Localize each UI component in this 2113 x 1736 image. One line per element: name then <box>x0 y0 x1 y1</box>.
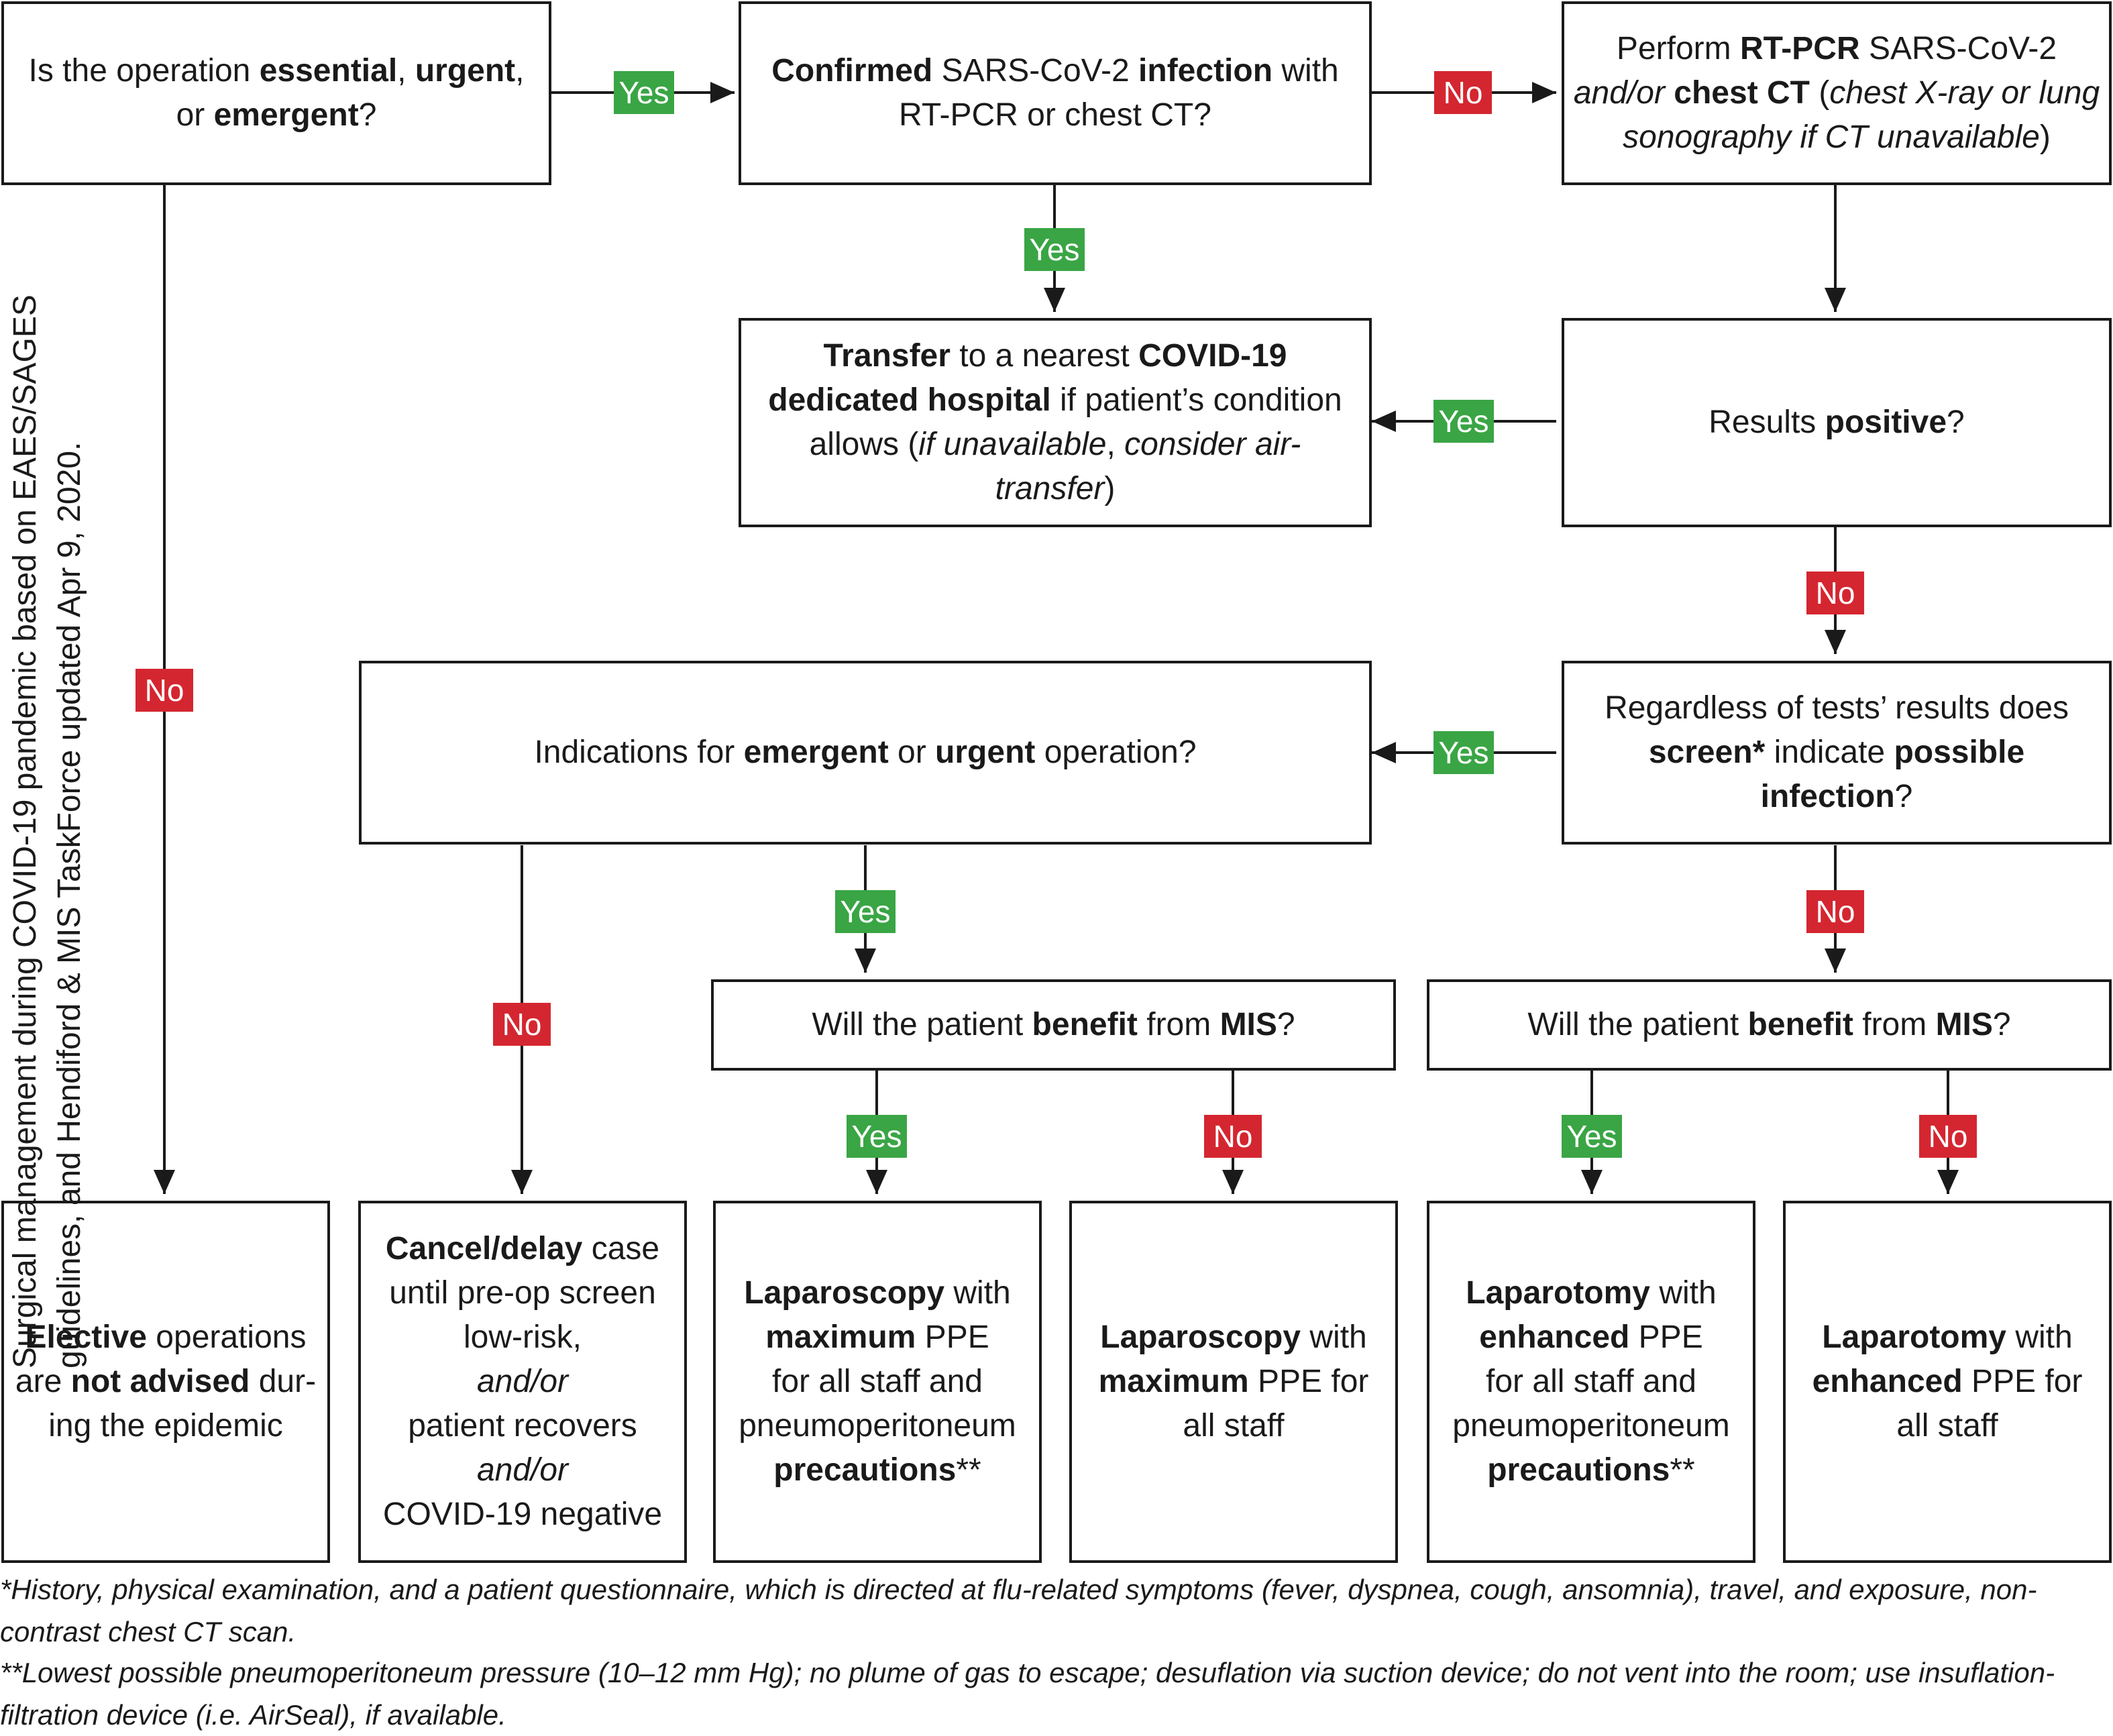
question-indications-text: Indications for emergent or urgent opera… <box>534 735 1197 770</box>
label-no-mis-left: No <box>1204 1115 1262 1158</box>
label-no-positive: No <box>1806 572 1864 614</box>
question-mis-left-text: Will the patient benefit from MIS? <box>812 1007 1295 1042</box>
label-no-screen: No <box>1806 890 1864 933</box>
outcome-laparoscopy-box: Laparoscopy with maximum PPE for all sta… <box>1069 1201 1398 1563</box>
outcome-laparotomy-text: Laparotomy with enhanced PPE for all sta… <box>1812 1319 2083 1444</box>
label-no-indications: No <box>493 1003 551 1046</box>
question-screen-text: Regardless of tests’ results does screen… <box>1605 690 2069 814</box>
question-essential-box: Is the operation essential, urgent, or e… <box>1 1 551 185</box>
transfer-box: Transfer to a nearest COVID-19 dedicated… <box>739 318 1372 527</box>
question-results-positive-box: Results positive? <box>1562 318 2112 527</box>
question-confirmed-infection-text: Confirmed SARS-CoV-2 infection with RT-P… <box>771 53 1339 133</box>
label-yes-confirmed: Yes <box>1024 228 1085 271</box>
outcome-laparotomy-box: Laparotomy with enhanced PPE for all sta… <box>1783 1201 2112 1563</box>
perform-testing-box: Perform RT-PCR SARS-CoV-2 and/or chest C… <box>1562 1 2112 185</box>
label-no-confirmed: No <box>1434 71 1492 114</box>
question-essential-text: Is the operation essential, urgent, or e… <box>28 53 525 133</box>
question-mis-left-box: Will the patient benefit from MIS? <box>711 979 1396 1071</box>
label-no-essential: No <box>136 669 193 712</box>
question-screen-box: Regardless of tests’ results does screen… <box>1562 661 2112 845</box>
outcome-cancel-text: Cancel/delay case until pre-op screen lo… <box>382 1231 663 1532</box>
perform-testing-text: Perform RT-PCR SARS-CoV-2 and/or chest C… <box>1573 31 2100 155</box>
question-indications-box: Indications for emergent or urgent opera… <box>359 661 1372 845</box>
label-yes-essential: Yes <box>614 71 674 114</box>
label-no-mis-right: No <box>1919 1115 1977 1158</box>
label-yes-mis-right: Yes <box>1562 1115 1622 1158</box>
question-confirmed-infection-box: Confirmed SARS-CoV-2 infection with RT-P… <box>739 1 1372 185</box>
outcome-cancel-box: Cancel/delay case until pre-op screen lo… <box>358 1201 687 1563</box>
footnote-precautions: **Lowest possible pneumoperitoneum press… <box>0 1657 2055 1731</box>
outcome-elective-text: Elective operations are not advised dur-… <box>15 1319 317 1444</box>
transfer-text: Transfer to a nearest COVID-19 dedicated… <box>768 338 1342 506</box>
question-mis-right-box: Will the patient benefit from MIS? <box>1427 979 2112 1071</box>
label-yes-mis-left: Yes <box>847 1115 907 1158</box>
question-mis-right-text: Will the patient benefit from MIS? <box>1527 1007 2011 1042</box>
label-yes-screen: Yes <box>1433 731 1494 774</box>
outcome-elective-box: Elective operations are not advised dur-… <box>1 1201 330 1563</box>
question-results-positive-text: Results positive? <box>1709 404 1965 440</box>
outcome-laparoscopy-text: Laparoscopy with maximum PPE for all sta… <box>1098 1319 1369 1444</box>
label-yes-positive: Yes <box>1433 400 1494 443</box>
side-note: Surgical management during COVID-19 pand… <box>7 294 87 1368</box>
label-yes-indications: Yes <box>835 890 896 933</box>
footnote-screen: *History, physical examination, and a pa… <box>0 1574 2037 1647</box>
